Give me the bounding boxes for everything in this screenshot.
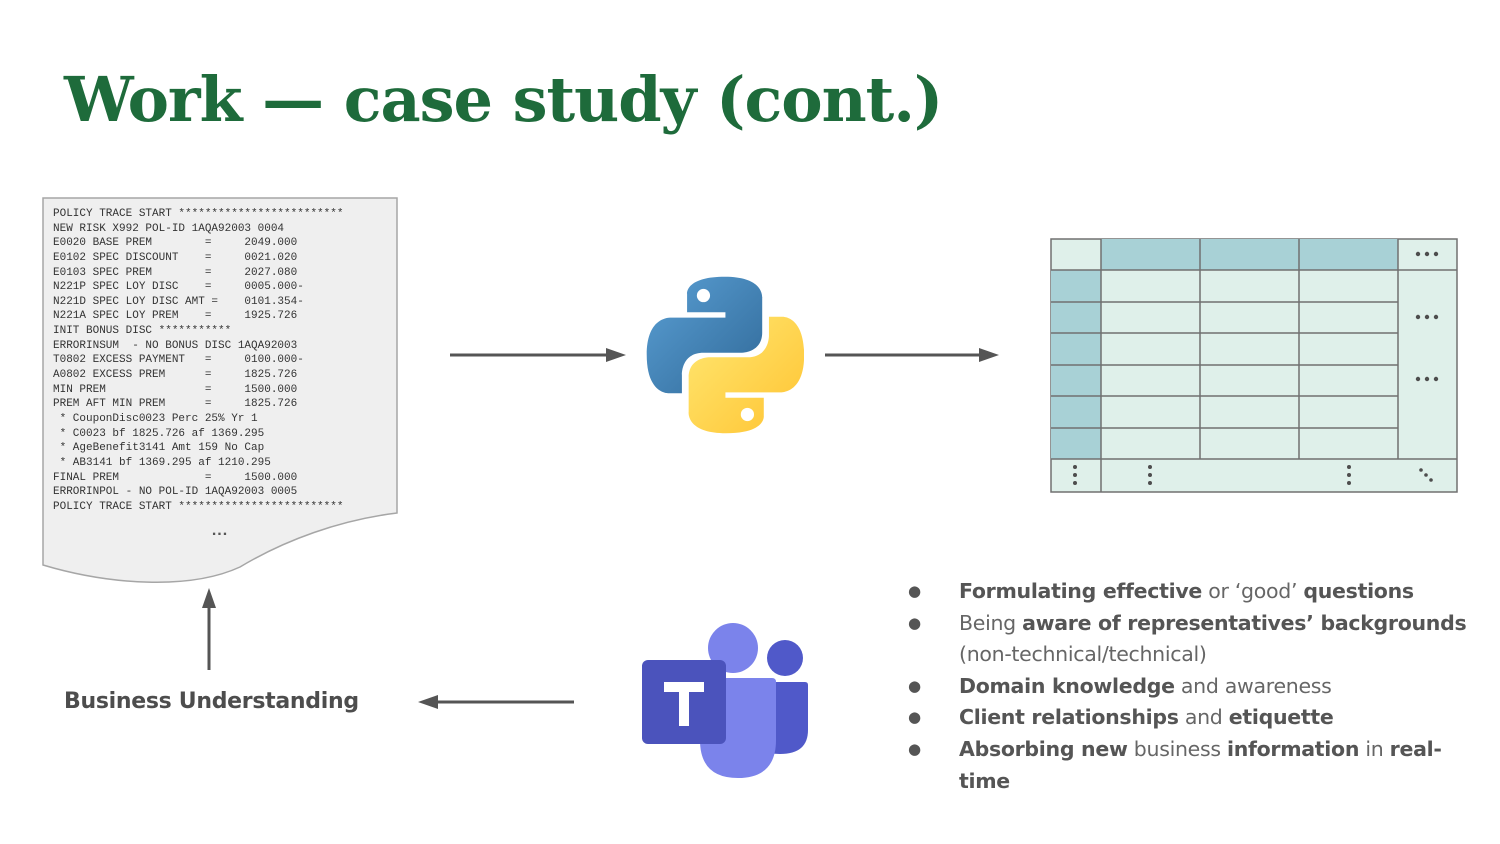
skills-bullet-list: Formulating effective or ‘good’ question… <box>908 576 1488 797</box>
spreadsheet-grid-icon <box>1050 238 1458 493</box>
business-understanding-label: Business Understanding <box>64 689 359 714</box>
trace-line: E0103 SPEC PREM = 2027.080 <box>53 266 298 279</box>
bullet-text: in <box>1359 736 1390 761</box>
bullet-text: (non-technical/technical) <box>959 642 1207 667</box>
microsoft-teams-logo-icon <box>642 623 808 778</box>
trace-line: MIN PREM = 1500.000 <box>53 383 298 396</box>
python-logo-icon <box>646 276 804 434</box>
trace-line: N221P SPEC LOY DISC = 0005.000- <box>53 281 304 294</box>
bullet-bold-text: etiquette <box>1228 705 1334 730</box>
trace-line: NEW RISK X992 POL-ID 1AQA92003 0004 <box>53 222 285 235</box>
document-ellipsis: ... <box>211 522 229 539</box>
trace-line: E0020 BASE PREM = 2049.000 <box>53 237 298 250</box>
trace-line: A0802 EXCESS PREM = 1825.726 <box>53 369 298 382</box>
bullet-text: or ‘good’ <box>1202 579 1304 603</box>
trace-line: PREM AFT MIN PREM = 1825.726 <box>53 398 298 411</box>
bullet-text: and <box>1178 705 1229 730</box>
bullet-item: Domain knowledge and awareness <box>908 671 1488 703</box>
bullet-bold-text: information <box>1226 736 1360 761</box>
trace-line: POLICY TRACE START *********************… <box>53 208 344 220</box>
slide-title: Work — case study (cont.) <box>64 63 943 136</box>
trace-line: INIT BONUS DISC *********** <box>53 325 232 338</box>
trace-line: * C0023 bf 1825.726 af 1369.295 <box>53 427 265 440</box>
arrow-left-icon <box>418 695 574 709</box>
bullet-bold-text: Domain knowledge <box>959 673 1175 698</box>
bullet-item: Formulating effective or ‘good’ question… <box>908 576 1488 608</box>
bullet-item: Absorbing new business information in re… <box>908 734 1488 797</box>
trace-line: N221D SPEC LOY DISC AMT = 0101.354- <box>53 295 304 308</box>
trace-line: E0102 SPEC DISCOUNT = 0021.020 <box>53 251 298 264</box>
bullet-text: business <box>1127 736 1227 761</box>
trace-line: * AB3141 bf 1369.295 af 1210.295 <box>53 456 271 469</box>
trace-line: ERRORINSUM - NO BONUS DISC 1AQA92003 <box>53 339 298 352</box>
trace-line: ERRORINPOL - NO POL-ID 1AQA92003 0005 <box>53 486 298 499</box>
arrow-right-icon <box>450 348 626 362</box>
arrow-up-icon <box>202 588 216 670</box>
trace-line: FINAL PREM = 1500.000 <box>53 471 298 484</box>
arrow-right-icon <box>825 348 999 362</box>
bullet-bold-text: aware of representatives’ backgrounds <box>1022 610 1467 635</box>
trace-line: POLICY TRACE START *********************… <box>53 500 344 513</box>
trace-line: * CouponDisc0023 Perc 25% Yr 1 <box>53 412 258 425</box>
policy-trace-document <box>40 195 402 590</box>
document-page-shape <box>42 197 398 583</box>
bullet-text: Being <box>959 610 1023 635</box>
bullet-bold-text: real-time <box>959 736 1442 793</box>
trace-line: N221A SPEC LOY PREM = 1925.726 <box>53 310 298 323</box>
bullet-bold-text: questions <box>1303 579 1414 603</box>
trace-line: T0802 EXCESS PAYMENT = 0100.000- <box>53 354 304 367</box>
bullet-item: Client relationships and etiquette <box>908 702 1488 734</box>
bullet-text: and awareness <box>1174 673 1332 698</box>
bullet-bold-text: Formulating effective <box>959 579 1203 603</box>
trace-line: * AgeBenefit3141 Amt 159 No Cap <box>53 442 265 455</box>
bullet-bold-text: Absorbing new <box>959 736 1128 761</box>
bullet-item: Being aware of representatives’ backgrou… <box>908 608 1488 671</box>
policy-trace-text: POLICY TRACE START *********************… <box>53 207 343 514</box>
bullet-bold-text: Client relationships <box>959 705 1179 730</box>
